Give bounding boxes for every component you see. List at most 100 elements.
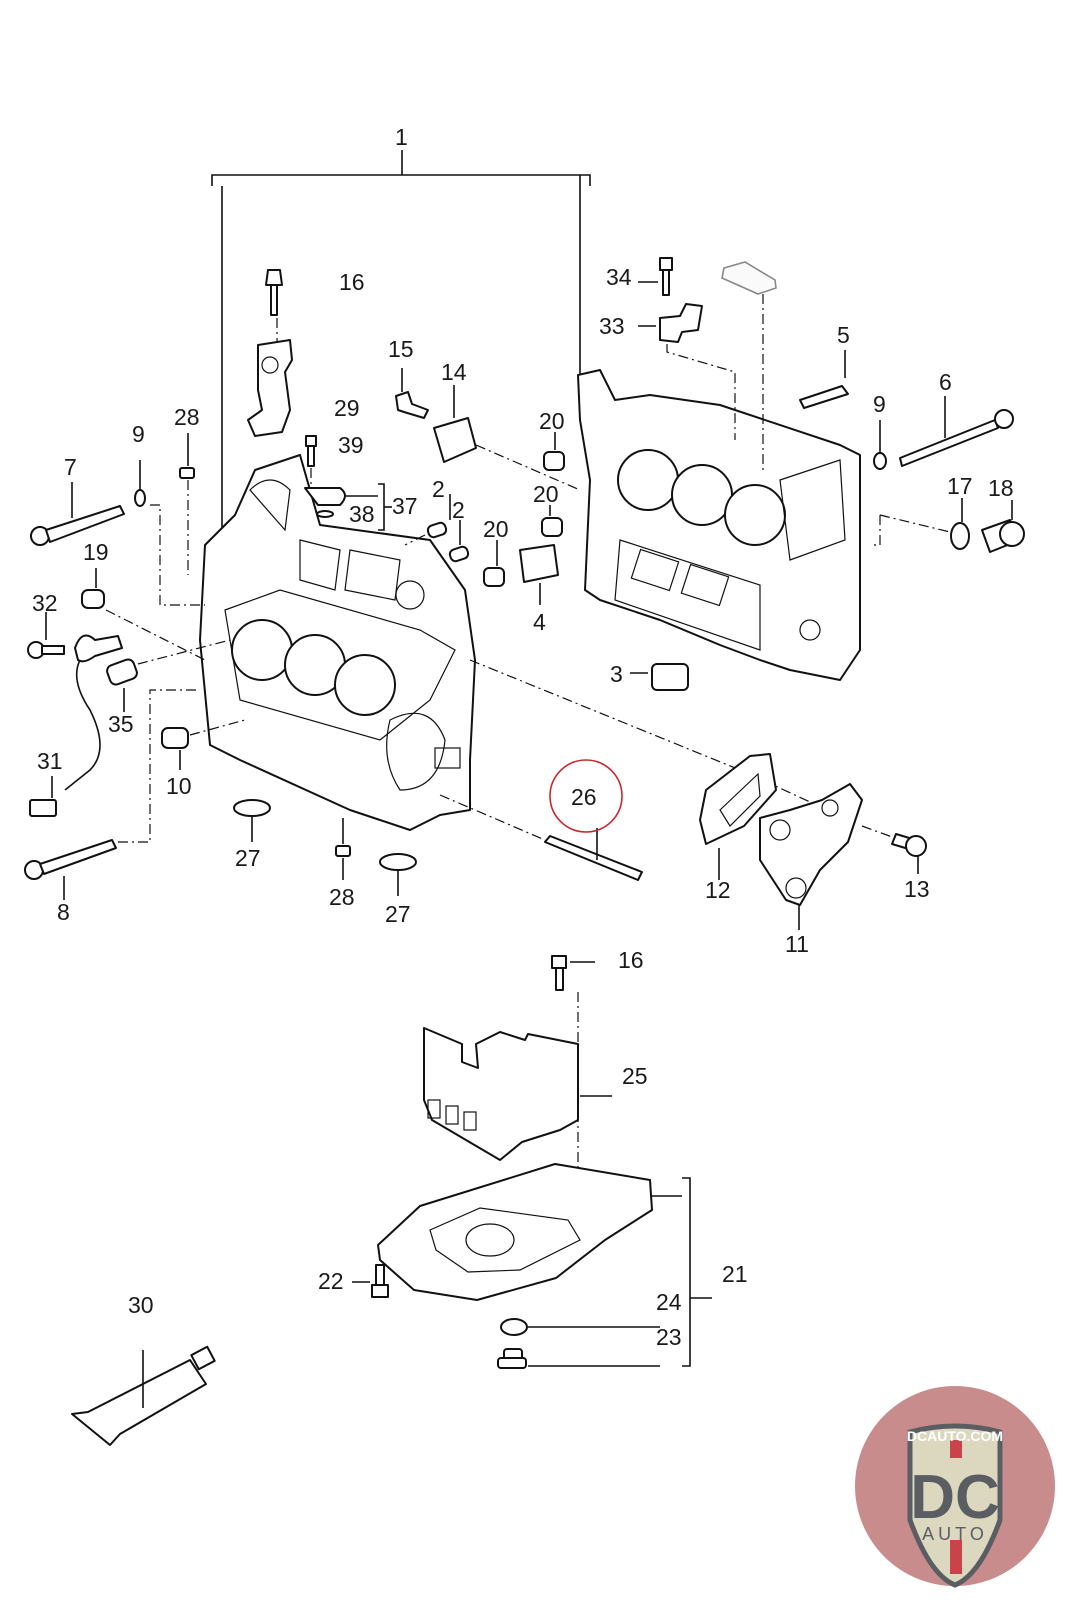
bracket-29: [247, 339, 293, 437]
callout-38[interactable]: 38: [349, 501, 375, 527]
washer-9-right: [873, 420, 887, 470]
callout-2[interactable]: 2: [452, 497, 465, 523]
callout-37[interactable]: 37: [392, 493, 418, 519]
callout-12[interactable]: 12: [705, 877, 731, 903]
bolt-16-top: [265, 269, 283, 345]
callout-20[interactable]: 20: [483, 516, 509, 542]
callout-9[interactable]: 9: [132, 421, 145, 447]
bolt-15: [395, 368, 429, 419]
callout-1[interactable]: 1: [395, 124, 408, 150]
bolt-5: [799, 350, 849, 409]
callout-15[interactable]: 15: [388, 336, 414, 362]
crankcase-left-half: [199, 454, 476, 831]
callout-4[interactable]: 4: [533, 609, 546, 635]
bolt-8: [24, 689, 200, 900]
callout-30[interactable]: 30: [128, 1292, 154, 1318]
dcauto-logo[interactable]: DCAUTO.COM DC AUTO: [855, 1386, 1055, 1588]
plug-23: [497, 1348, 660, 1369]
shield-25: [423, 1027, 612, 1161]
callout-20[interactable]: 20: [539, 408, 565, 434]
callout-14[interactable]: 14: [441, 359, 467, 385]
crankcase-right-half: [577, 369, 861, 681]
callout-24[interactable]: 24: [656, 1289, 682, 1315]
dowel-2a: [404, 494, 451, 546]
callout-16[interactable]: 16: [339, 269, 365, 295]
bolt-6: [899, 396, 1014, 467]
logo-shield: [907, 1423, 1003, 1588]
callout-27[interactable]: 27: [235, 845, 261, 871]
seal-24: [500, 1318, 660, 1336]
callout-10[interactable]: 10: [166, 773, 192, 799]
sleeve-20-right-top: [543, 432, 565, 471]
sensor-31: [29, 634, 123, 817]
callout-28[interactable]: 28: [174, 404, 200, 430]
bolt-22: [352, 1264, 389, 1298]
cover-plate-gray: [721, 261, 777, 470]
callout-6[interactable]: 6: [939, 369, 952, 395]
callout-31[interactable]: 31: [37, 748, 63, 774]
callout-34[interactable]: 34: [606, 264, 632, 290]
callout-11[interactable]: 11: [785, 931, 809, 957]
dowel-2b: [448, 520, 470, 563]
sleeve-20-left: [483, 540, 505, 587]
bolt-13: [891, 833, 927, 874]
callout-2[interactable]: 2: [432, 476, 445, 502]
callout-18[interactable]: 18: [988, 475, 1014, 501]
callout-25[interactable]: 25: [622, 1063, 648, 1089]
callout-28[interactable]: 28: [329, 884, 355, 910]
callout-8[interactable]: 8: [57, 899, 70, 925]
sleeve-20-right-bottom: [541, 505, 563, 537]
bracket-11: [759, 783, 896, 930]
sleeve-10: [161, 719, 246, 770]
callout-32[interactable]: 32: [32, 590, 58, 616]
gasket-12: [699, 753, 777, 880]
callout-33[interactable]: 33: [599, 313, 625, 339]
callout-5[interactable]: 5: [837, 322, 850, 348]
sleeve-35: [106, 639, 231, 712]
logo-site-text: DCAUTO.COM: [907, 1428, 1003, 1444]
sensor-33: [638, 303, 736, 440]
callout-35[interactable]: 35: [108, 711, 134, 737]
logo-stripe-bottom: [950, 1540, 962, 1574]
dowel-28-bottom: [335, 818, 351, 880]
callout-17[interactable]: 17: [947, 473, 973, 499]
highlight-ring-26: [549, 759, 623, 833]
logo-mark-text: DC: [910, 1463, 1000, 1532]
bracket-part-1: [211, 150, 591, 540]
bolt-39: [305, 435, 317, 490]
callout-7[interactable]: 7: [64, 454, 77, 480]
dowel-28-top: [179, 433, 195, 575]
gasket-3: [630, 663, 689, 691]
gasket-4: [519, 544, 559, 605]
callout-13[interactable]: 13: [904, 876, 930, 902]
logo-sub-text: AUTO: [922, 1524, 988, 1544]
plug-27-left: [233, 799, 271, 842]
callout-29[interactable]: 29: [334, 395, 360, 421]
callout-19[interactable]: 19: [83, 539, 109, 565]
oil-pan-21: [377, 1163, 712, 1367]
cap-37: [304, 483, 392, 531]
callout-labels: 1 2 2 3 4 5 6 7 8 9 9 10 11 12 13 14 15 …: [32, 124, 1014, 1350]
stud-26: [439, 759, 643, 881]
callout-26[interactable]: 26: [571, 784, 597, 810]
callout-9[interactable]: 9: [873, 391, 886, 417]
callout-22[interactable]: 22: [318, 1268, 344, 1294]
callout-39[interactable]: 39: [338, 432, 364, 458]
callout-20[interactable]: 20: [533, 481, 559, 507]
callout-21[interactable]: 21: [722, 1261, 748, 1287]
plug-27-right: [379, 853, 417, 896]
bolt-34: [638, 257, 673, 296]
sealant-tube-30: [71, 1345, 216, 1446]
callout-27[interactable]: 27: [385, 901, 411, 927]
sleeve-19: [81, 568, 206, 661]
cover-14: [433, 385, 581, 491]
callout-16[interactable]: 16: [618, 947, 644, 973]
plug-18: [981, 500, 1025, 553]
callout-23[interactable]: 23: [656, 1324, 682, 1350]
bolt-7: [30, 482, 125, 546]
seal-17: [870, 498, 970, 550]
logo-stripe-top: [950, 1440, 962, 1458]
callout-3[interactable]: 3: [610, 661, 623, 687]
bolt-32: [27, 612, 65, 659]
